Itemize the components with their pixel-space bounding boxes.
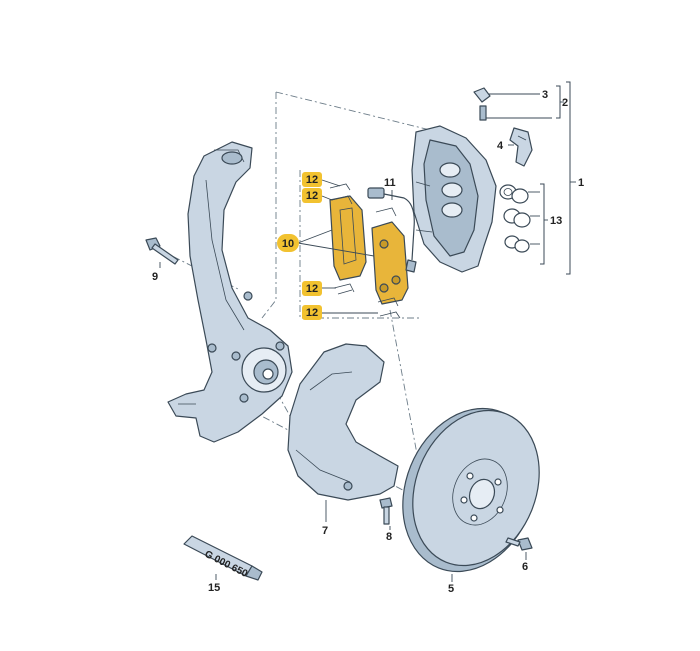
svg-text:12: 12 <box>306 174 318 186</box>
svg-text:12: 12 <box>306 283 318 295</box>
svg-text:12: 12 <box>306 190 318 202</box>
callout-11: 11 <box>384 177 396 189</box>
callout-4: 4 <box>497 140 504 152</box>
callout-12c: 12 <box>302 281 322 296</box>
callout-10: 10 <box>277 234 299 252</box>
callout-15: 15 <box>208 582 220 594</box>
brake-pad-inner <box>371 221 409 305</box>
callout-5: 5 <box>448 583 454 595</box>
callout-3: 3 <box>542 89 548 101</box>
svg-text:12: 12 <box>306 307 318 319</box>
bleed-screw <box>473 87 491 121</box>
callout-8: 8 <box>386 531 392 543</box>
callout-12a: 12 <box>302 172 322 187</box>
brake-pad-outer <box>329 195 367 281</box>
pad-clips <box>329 183 401 319</box>
callout-7: 7 <box>322 525 328 537</box>
callout-13: 13 <box>550 215 562 227</box>
callout-12d: 12 <box>302 305 322 320</box>
spring-clip <box>509 127 533 167</box>
seal-kit <box>499 184 531 253</box>
callout-6: 6 <box>522 561 528 573</box>
grouping-brackets <box>528 81 576 275</box>
callout-9: 9 <box>152 271 158 283</box>
callout-12b: 12 <box>302 188 322 203</box>
brake-caliper <box>411 125 497 273</box>
splash-shield <box>287 343 399 501</box>
callout-2: 2 <box>562 97 568 109</box>
leader-lines <box>159 93 552 582</box>
callout-1: 1 <box>578 177 584 189</box>
brake-disc <box>402 407 540 573</box>
bolt-8 <box>379 497 393 525</box>
grease-tube: G 000 650 <box>183 535 263 581</box>
bolt-6 <box>505 537 533 551</box>
bolt-9 <box>145 237 179 265</box>
wear-sensor <box>367 187 417 273</box>
svg-text:10: 10 <box>282 238 294 250</box>
steering-knuckle <box>167 141 293 443</box>
